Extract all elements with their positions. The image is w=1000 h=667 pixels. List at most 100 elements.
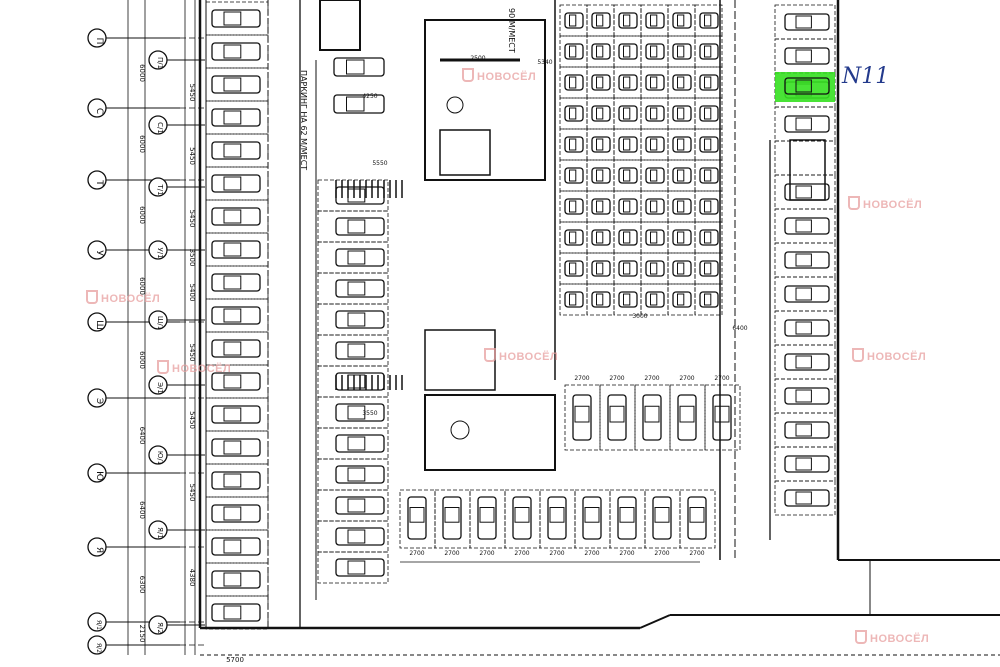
parking-stall	[613, 221, 642, 254]
parking-stall	[586, 283, 615, 316]
axis-label: Я/1	[156, 527, 164, 539]
car-roof	[347, 405, 366, 420]
parking-stall	[586, 221, 615, 254]
axis-bubble	[87, 463, 107, 483]
car-roof	[623, 14, 631, 27]
car-roof	[650, 169, 658, 182]
parking-stall	[586, 35, 615, 68]
car-roof	[704, 262, 712, 275]
parking-stall	[205, 1, 269, 36]
parking-stall	[317, 458, 389, 491]
car-roof	[347, 436, 366, 451]
dimension-label: 6400	[138, 427, 146, 445]
axis-label: П/1	[156, 57, 164, 69]
dimension-label: 5450	[188, 411, 196, 429]
car-roof	[596, 200, 604, 213]
parking-stall	[694, 190, 723, 223]
car-roof	[596, 76, 604, 89]
car-roof	[623, 231, 631, 244]
parking-stall	[317, 210, 389, 243]
car-roof	[223, 308, 242, 323]
parking-stall	[774, 480, 836, 516]
car-icon	[211, 273, 261, 292]
parking-stall	[205, 34, 269, 69]
parking-stall	[667, 221, 696, 254]
parking-stall	[774, 106, 836, 142]
dimension-label: 2700	[574, 375, 589, 382]
car-icon	[672, 74, 692, 91]
car-icon	[645, 105, 665, 122]
car-roof	[569, 200, 577, 213]
parking-stall	[634, 384, 671, 451]
car-roof	[596, 293, 604, 306]
dimension-label: 2700	[549, 550, 564, 557]
car-roof	[223, 77, 242, 92]
car-icon	[591, 43, 611, 60]
parking-stall	[586, 97, 615, 130]
parking-stall	[774, 242, 836, 278]
parking-stall	[613, 4, 642, 37]
axis-label: Ш	[94, 320, 104, 330]
car-roof	[584, 507, 600, 523]
watermark: НОВОСЁЛ	[848, 196, 922, 211]
car-roof	[346, 96, 365, 112]
car-roof	[704, 200, 712, 213]
car-roof	[704, 231, 712, 244]
car-icon	[335, 248, 385, 267]
parking-stall	[559, 97, 588, 130]
parking-stall	[694, 4, 723, 37]
parking-stall	[669, 384, 706, 451]
parking-stall	[205, 562, 269, 597]
car-roof	[795, 219, 812, 233]
parking-stall	[774, 38, 836, 74]
car-icon	[333, 57, 385, 77]
axis-label: У	[94, 250, 104, 256]
car-icon	[672, 198, 692, 215]
car-icon	[211, 174, 261, 193]
dimension-label: 2700	[479, 550, 494, 557]
car-icon	[564, 136, 584, 153]
car-roof	[623, 262, 631, 275]
axis-label: Э	[94, 398, 104, 404]
parking-stall	[317, 241, 389, 274]
dimension-label: 5450	[188, 84, 196, 102]
parking-stall	[667, 97, 696, 130]
car-icon	[607, 394, 627, 441]
axis-bubble	[148, 520, 168, 540]
axis-bubble	[148, 310, 168, 330]
dimension-label: 3500	[188, 249, 196, 267]
car-icon	[672, 105, 692, 122]
car-roof	[795, 15, 812, 29]
dimension-label: 5700	[226, 656, 244, 664]
car-icon	[564, 43, 584, 60]
car-roof	[623, 45, 631, 58]
dimension-label: 4380	[188, 569, 196, 587]
parking-stall	[205, 265, 269, 300]
dimension-label: 6000	[138, 206, 146, 224]
car-roof	[479, 507, 495, 523]
car-icon	[335, 558, 385, 577]
car-icon	[591, 167, 611, 184]
parking-stall	[613, 128, 642, 161]
car-roof	[574, 405, 590, 423]
car-icon	[784, 421, 830, 439]
car-roof	[677, 14, 685, 27]
car-roof	[704, 107, 712, 120]
parking-stall	[694, 159, 723, 192]
axis-bubble	[87, 537, 107, 557]
car-roof	[409, 507, 425, 523]
car-roof	[679, 405, 695, 423]
car-roof	[347, 188, 366, 203]
car-icon	[333, 94, 385, 114]
car-roof	[677, 45, 685, 58]
car-icon	[211, 537, 261, 556]
car-icon	[618, 229, 638, 246]
parking-stall	[317, 551, 389, 584]
car-icon	[477, 496, 497, 540]
car-roof	[223, 605, 242, 620]
core-block	[319, 0, 361, 51]
dimension-label: 2700	[444, 550, 459, 557]
parking-stall	[704, 384, 741, 451]
parking-stall	[205, 67, 269, 102]
